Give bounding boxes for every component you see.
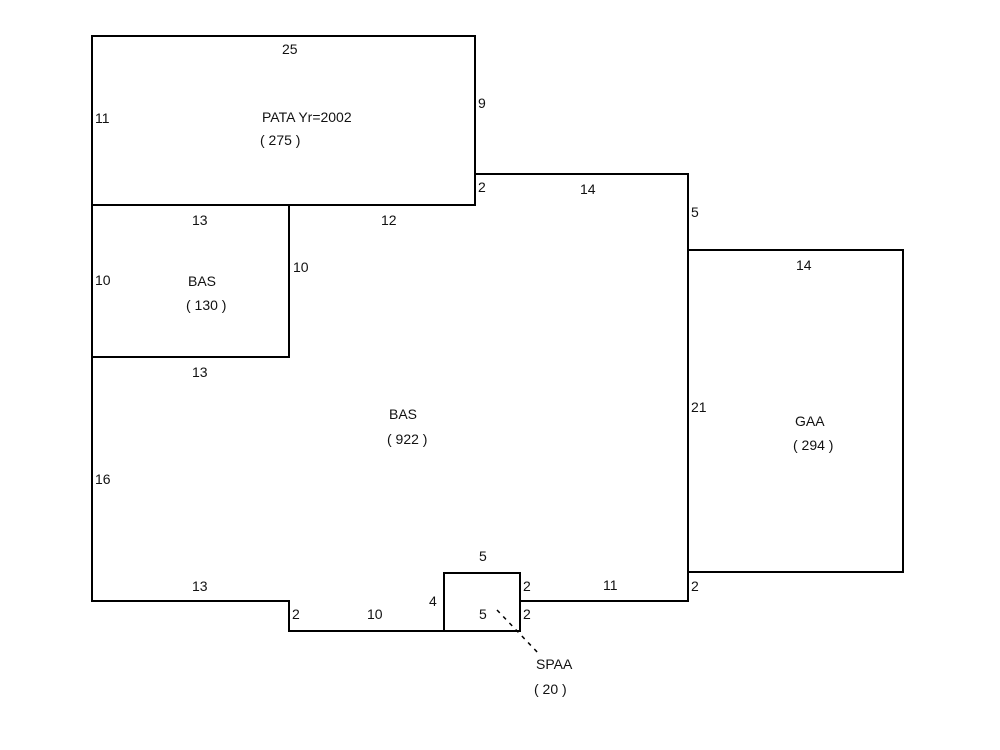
bas-main-label: BAS bbox=[389, 406, 417, 422]
dim-gaa-top: 14 bbox=[796, 257, 812, 273]
dim-bas-small-top: 13 bbox=[192, 212, 208, 228]
gaa-area-outline[interactable] bbox=[687, 249, 904, 573]
spaa-area-value: ( 20 ) bbox=[534, 681, 567, 697]
dim-bas-small-left: 10 bbox=[95, 272, 111, 288]
dim-pata-left: 11 bbox=[95, 110, 110, 126]
dim-main-bottom-right: 11 bbox=[603, 577, 618, 593]
dim-spaa-left: 4 bbox=[429, 593, 437, 609]
spaa-label: SPAA bbox=[536, 656, 573, 672]
dim-notch-bottom: 10 bbox=[367, 606, 383, 622]
dim-spaa-top: 5 bbox=[479, 548, 487, 564]
dim-gaa-left: 21 bbox=[691, 399, 707, 415]
bas-small-area-value: ( 130 ) bbox=[186, 297, 226, 313]
spaa-area-outline[interactable] bbox=[443, 572, 521, 632]
dim-pata-top: 25 bbox=[282, 41, 298, 57]
gaa-area-value: ( 294 ) bbox=[793, 437, 833, 453]
dim-main-bottom-left: 13 bbox=[192, 578, 208, 594]
gaa-label: GAA bbox=[795, 413, 825, 429]
dim-main-right-upper: 5 bbox=[691, 204, 699, 220]
dim-spaa-right-lower: 2 bbox=[523, 606, 531, 622]
pata-area-value: ( 275 ) bbox=[260, 132, 300, 148]
bas-small-label: BAS bbox=[188, 273, 216, 289]
dim-bas-small-right: 10 bbox=[293, 259, 309, 275]
dim-spaa-right-upper: 2 bbox=[523, 578, 531, 594]
dim-notch-drop: 2 bbox=[292, 606, 300, 622]
dim-step-up: 2 bbox=[478, 179, 486, 195]
dim-bas-small-bottom: 13 bbox=[192, 364, 208, 380]
dim-main-left: 16 bbox=[95, 471, 111, 487]
dim-pata-right: 9 bbox=[478, 95, 486, 111]
spaa-leader-line bbox=[496, 609, 541, 656]
pata-label: PATA Yr=2002 bbox=[262, 109, 352, 125]
bas-main-area-value: ( 922 ) bbox=[387, 431, 427, 447]
dim-main-top: 14 bbox=[580, 181, 596, 197]
dim-spaa-bottom: 5 bbox=[479, 606, 487, 622]
dim-pata-bottom: 12 bbox=[381, 212, 397, 228]
bas-main-area-outline[interactable] bbox=[91, 173, 689, 632]
dim-main-right-lower: 2 bbox=[691, 578, 699, 594]
